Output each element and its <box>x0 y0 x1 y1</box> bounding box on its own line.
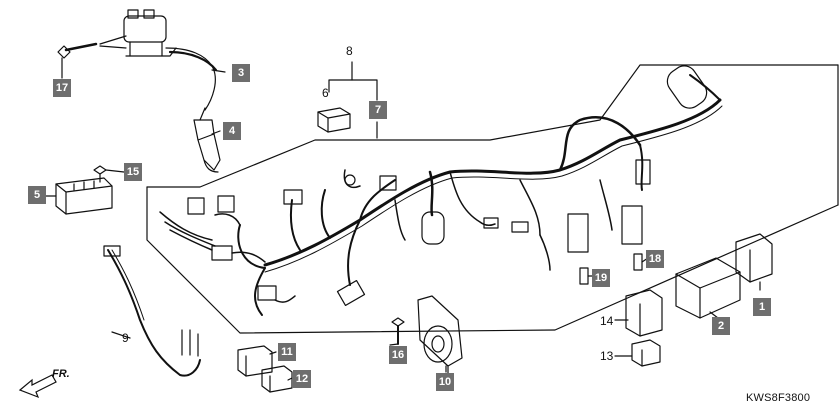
harness-frame <box>146 186 839 334</box>
bolt-17-icon <box>57 35 127 59</box>
callout-4: 4 <box>223 122 241 140</box>
callout-10: 10 <box>436 373 454 391</box>
front-direction-label: FR. <box>52 368 70 380</box>
callout-16: 16 <box>389 346 407 364</box>
callout-9: 9 <box>122 331 129 345</box>
front-arrow-icon <box>18 374 57 399</box>
relay-13-icon <box>631 339 661 367</box>
callout-19: 19 <box>592 269 610 287</box>
callout-8: 8 <box>346 44 353 58</box>
fuse-18-icon <box>633 253 643 271</box>
callout-3: 3 <box>232 64 250 82</box>
callout-13: 13 <box>600 349 614 363</box>
bolt-16-icon <box>391 317 405 345</box>
callout-5: 5 <box>28 186 46 204</box>
relay-6-icon <box>317 107 351 133</box>
callout-12: 12 <box>293 370 311 388</box>
turn-signal-relay-icon <box>735 233 773 283</box>
relay-11-icon <box>237 345 273 377</box>
diagram-code: KWS8F3800 <box>746 392 811 404</box>
relay-12-icon <box>261 365 293 393</box>
relay-14-icon <box>625 289 663 337</box>
cdi-unit-icon <box>675 257 741 319</box>
callout-2: 2 <box>712 317 730 335</box>
callout-15: 15 <box>124 163 142 181</box>
regulator-icon <box>55 177 113 215</box>
callout-18: 18 <box>646 250 664 268</box>
callout-11: 11 <box>278 343 296 361</box>
callout-7: 7 <box>369 101 387 119</box>
callout-14: 14 <box>600 314 614 328</box>
wire-harness <box>159 65 723 316</box>
fuse-19-icon <box>579 267 589 285</box>
callout-1: 1 <box>753 298 771 316</box>
spark-plug-cap-icon <box>193 107 221 173</box>
bracket-8 <box>328 79 378 101</box>
callout-17: 17 <box>53 79 71 97</box>
horn-icon <box>417 295 463 375</box>
ignition-coil-icon <box>123 9 218 111</box>
sub-harness-icon <box>103 245 201 377</box>
callout-6: 6 <box>322 86 329 100</box>
